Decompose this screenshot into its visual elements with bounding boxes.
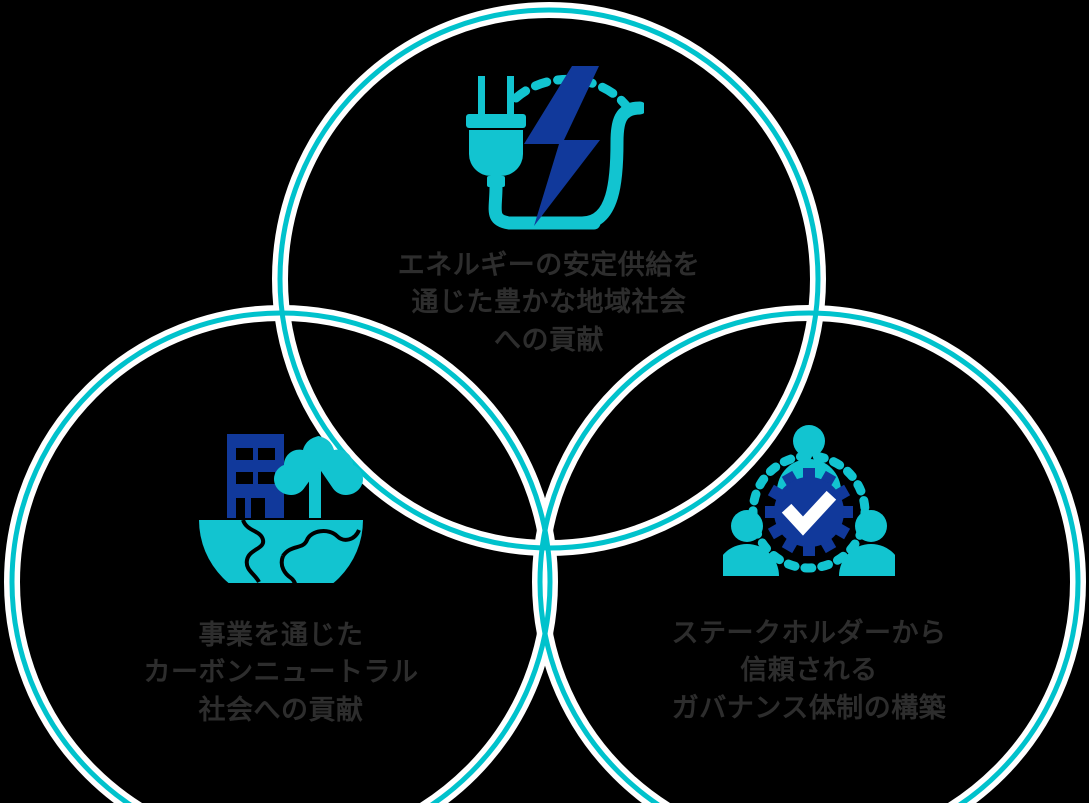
venn-node-energy[interactable]: エネルギーの安定供給を 通じた豊かな地域社会 への貢献 [280, 60, 818, 359]
caption-line: ガバナンス体制の構築 [671, 692, 947, 723]
people-gear-check-icon [723, 425, 895, 576]
caption-line: カーボンニュートラル [143, 657, 419, 688]
caption-line: 通じた豊かな地域社会 [411, 287, 687, 318]
city-tree-earth-icon [199, 434, 363, 583]
caption-line: への貢献 [494, 324, 604, 355]
electric-plug-lightning-icon [466, 66, 644, 230]
caption-line: 事業を通じた [198, 620, 364, 650]
venn-node-governance-caption: ステークホルダーから 信頼される ガバナンス体制の構築 [672, 615, 947, 727]
venn-node-governance[interactable]: ステークホルダーから 信頼される ガバナンス体制の構築 [540, 425, 1078, 727]
venn-node-carbon-caption: 事業を通じた カーボンニュートラル 社会への貢献 [144, 617, 419, 729]
caption-line: 社会への貢献 [198, 694, 364, 725]
caption-line: ステークホルダーから [671, 618, 947, 648]
caption-line: 信頼される [740, 655, 878, 686]
venn-node-carbon[interactable]: 事業を通じた カーボンニュートラル 社会への貢献 [12, 428, 550, 729]
venn-node-energy-caption: エネルギーの安定供給を 通じた豊かな地域社会 への貢献 [398, 247, 701, 359]
caption-line: エネルギーの安定供給を [397, 250, 701, 280]
